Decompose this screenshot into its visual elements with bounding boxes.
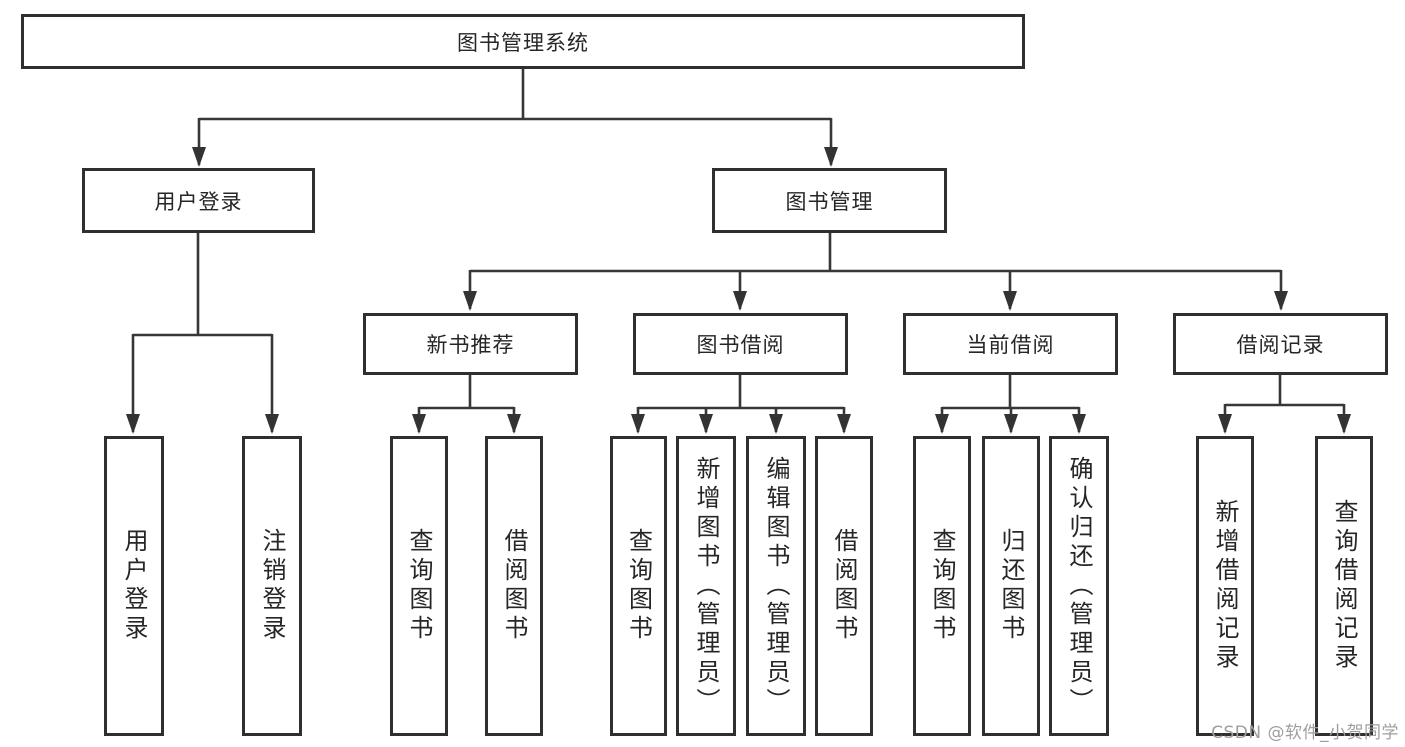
node-book-management: 图书管理 (712, 168, 947, 233)
csdn-watermark: CSDN @软件_小贺同学 (1211, 723, 1399, 743)
leaf-query-book: 查询图书 (610, 436, 667, 736)
edges-new-book-recommend (412, 375, 521, 434)
leaf-borrow-book: 借阅图书 (815, 436, 873, 736)
leaf-query-book: 查询图书 (390, 436, 448, 736)
leaf-user-login: 用户登录 (104, 436, 164, 736)
edges-borrow-records (1218, 375, 1351, 434)
leaf-return-book: 归还图书 (982, 436, 1040, 736)
leaf-edit-book-admin: 编辑图书（管理员） (746, 436, 806, 736)
leaf-add-borrow-record: 新增借阅记录 (1196, 436, 1254, 736)
node-user-login: 用户登录 (82, 168, 315, 233)
edges-user-login (126, 233, 279, 434)
edges-current-borrow (935, 375, 1086, 434)
edges-book-borrow (631, 375, 851, 434)
leaf-query-book: 查询图书 (913, 436, 971, 736)
node-book-borrow: 图书借阅 (633, 313, 848, 375)
leaf-add-book-admin: 新增图书（管理员） (676, 436, 736, 736)
node-current-borrow: 当前借阅 (903, 313, 1118, 375)
leaf-query-borrow-record: 查询借阅记录 (1315, 436, 1373, 736)
leaf-borrow-book: 借阅图书 (485, 436, 543, 736)
node-borrow-records: 借阅记录 (1173, 313, 1388, 375)
node-root-system: 图书管理系统 (21, 14, 1025, 69)
edges-root (192, 69, 838, 167)
edges-book-management (463, 233, 1288, 311)
node-new-book-recommend: 新书推荐 (363, 313, 578, 375)
leaf-logout: 注销登录 (242, 436, 302, 736)
leaf-confirm-return-admin: 确认归还（管理员） (1049, 436, 1109, 736)
